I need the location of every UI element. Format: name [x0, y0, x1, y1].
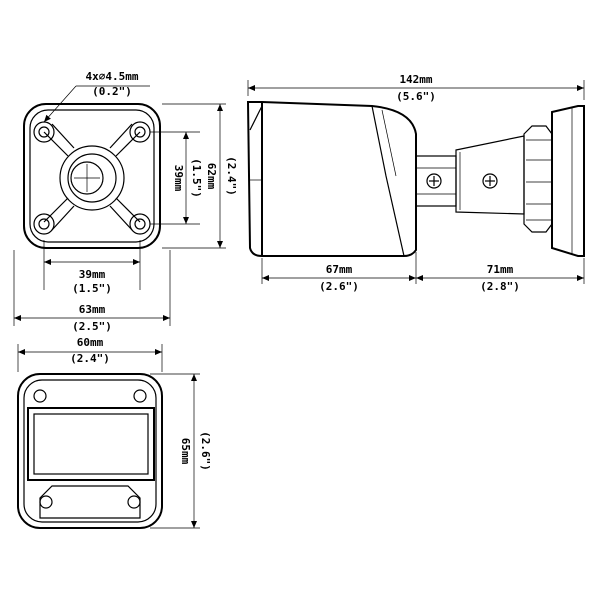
- hole-spec-inch: (0.2"): [92, 85, 132, 98]
- base-outline: [23, 103, 161, 249]
- rear-height: 65mm: [179, 438, 192, 465]
- base-inner-outline: [29, 109, 155, 243]
- total-length-inch: (5.6"): [396, 90, 436, 103]
- inner-width: 39mm: [79, 268, 106, 281]
- rear-height-inch: (2.6"): [199, 431, 212, 471]
- inner-height: 39mm: [172, 165, 185, 192]
- center-hub: [70, 161, 104, 195]
- rear-width-inch: (2.4"): [70, 352, 110, 365]
- screw-icon: [482, 173, 498, 189]
- center-ring-outer: [59, 145, 125, 211]
- total-length: 142mm: [399, 73, 432, 86]
- screw-icon: [426, 173, 442, 189]
- screw-icon: [33, 389, 147, 403]
- front-view: 4x∅4.5mm (0.2") 39mm (1.5") 63mm (2.5") …: [13, 70, 238, 333]
- side-view: 142mm (5.6") 67mm (2.6") 71mm (2.8"): [246, 73, 585, 293]
- bracket-arm: [455, 135, 525, 215]
- rear-view: 60mm (2.4") 65mm (2.6"): [17, 336, 212, 529]
- inner-height-inch: (1.5"): [190, 158, 203, 198]
- sensor-window: [27, 407, 155, 481]
- outer-height-inch: (2.4"): [225, 156, 238, 196]
- outer-height: 62mm: [205, 163, 218, 190]
- bracket-length-inch: (2.8"): [480, 280, 520, 293]
- base-plate: [551, 105, 585, 257]
- camera-body: [246, 101, 417, 257]
- hole-spec: 4x∅4.5mm: [86, 70, 139, 83]
- body-length: 67mm: [326, 263, 353, 276]
- bracket-length: 71mm: [487, 263, 514, 276]
- inner-width-inch: (1.5"): [72, 282, 112, 295]
- outer-width-inch: (2.5"): [72, 320, 112, 333]
- center-ring-mid: [67, 153, 117, 203]
- rear-outline: [17, 373, 163, 529]
- rear-width: 60mm: [77, 336, 104, 349]
- body-length-inch: (2.6"): [319, 280, 359, 293]
- bracket-knuckle: [523, 125, 553, 233]
- cable-plate: [39, 485, 141, 519]
- outer-width: 63mm: [79, 303, 106, 316]
